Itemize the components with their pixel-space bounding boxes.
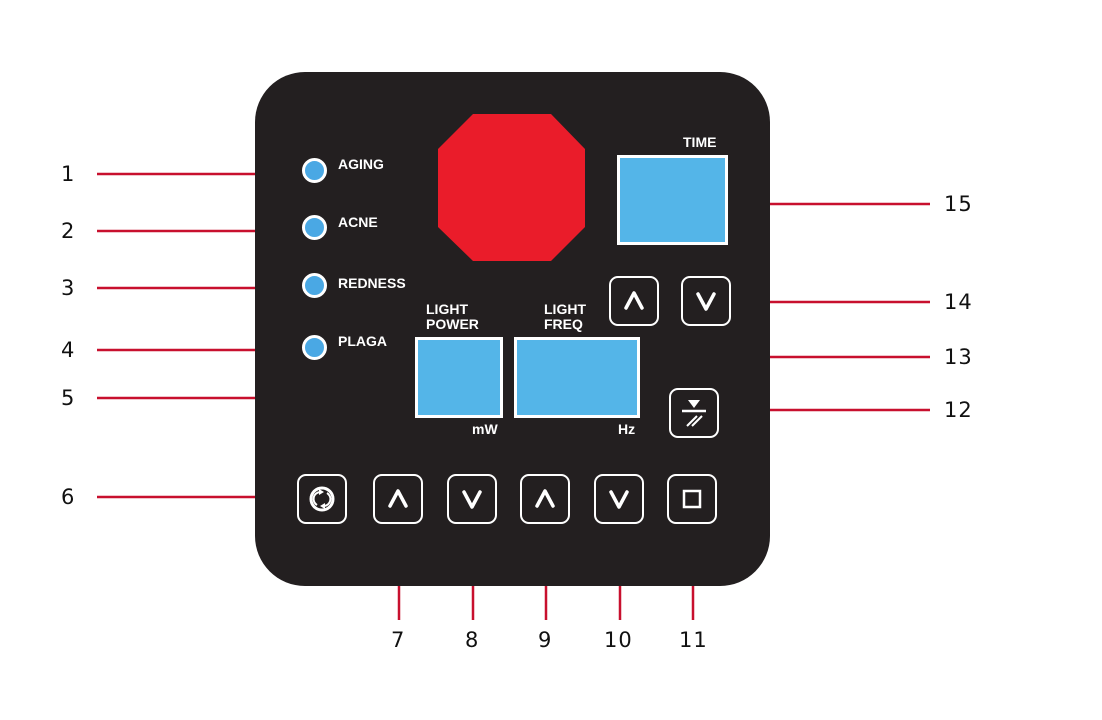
callout-9: 9 <box>538 628 553 652</box>
callout-5: 5 <box>61 386 76 410</box>
cycle-button[interactable] <box>297 474 347 524</box>
callout-13: 13 <box>944 345 973 369</box>
callout-4: 4 <box>61 338 76 362</box>
indicator-led-plaga <box>302 335 327 360</box>
indicator-label-acne: ACNE <box>338 214 378 230</box>
callout-12: 12 <box>944 398 973 422</box>
light-freq-label-line1: LIGHT <box>544 301 586 317</box>
callout-6: 6 <box>61 485 76 509</box>
time-up-button[interactable] <box>609 276 659 326</box>
freq-down-button[interactable] <box>594 474 644 524</box>
callout-8: 8 <box>465 628 480 652</box>
time-display <box>617 155 728 245</box>
light-power-label-line1: LIGHT <box>426 301 468 317</box>
power-unit-label: mW <box>472 421 498 437</box>
indicator-label-aging: AGING <box>338 156 384 172</box>
mode-button[interactable] <box>669 388 719 438</box>
light-freq-label-line2: FREQ <box>544 316 583 332</box>
callout-14: 14 <box>944 290 973 314</box>
stop-button[interactable] <box>667 474 717 524</box>
callout-10: 10 <box>604 628 633 652</box>
freq-up-button[interactable] <box>520 474 570 524</box>
chevron-up-icon <box>624 291 644 310</box>
cycle-icon <box>309 486 335 512</box>
callout-3: 3 <box>61 276 76 300</box>
callout-11: 11 <box>679 628 708 652</box>
power-down-button[interactable] <box>447 474 497 524</box>
indicator-led-acne <box>302 215 327 240</box>
indicator-led-redness <box>302 273 327 298</box>
callout-2: 2 <box>61 219 76 243</box>
chevron-down-icon <box>462 490 482 509</box>
callout-1: 1 <box>61 162 76 186</box>
square-icon <box>682 489 702 509</box>
time-down-button[interactable] <box>681 276 731 326</box>
freq-unit-label: Hz <box>618 421 636 437</box>
triangle-slash-icon <box>682 400 706 427</box>
power-up-button[interactable] <box>373 474 423 524</box>
indicator-label-redness: REDNESS <box>338 275 406 291</box>
callout-15: 15 <box>944 192 973 216</box>
indicator-label-plaga: PLAGA <box>338 333 387 349</box>
chevron-up-icon <box>388 489 408 508</box>
light-power-label-line2: POWER <box>426 316 479 332</box>
chevron-up-icon <box>535 489 555 508</box>
callout-7: 7 <box>391 628 406 652</box>
light-freq-display <box>514 337 640 418</box>
chevron-down-icon <box>696 292 716 311</box>
chevron-down-icon <box>609 490 629 509</box>
light-power-display <box>415 337 503 418</box>
light-window <box>438 114 585 261</box>
time-label: TIME <box>683 134 717 150</box>
indicator-led-aging <box>302 158 327 183</box>
